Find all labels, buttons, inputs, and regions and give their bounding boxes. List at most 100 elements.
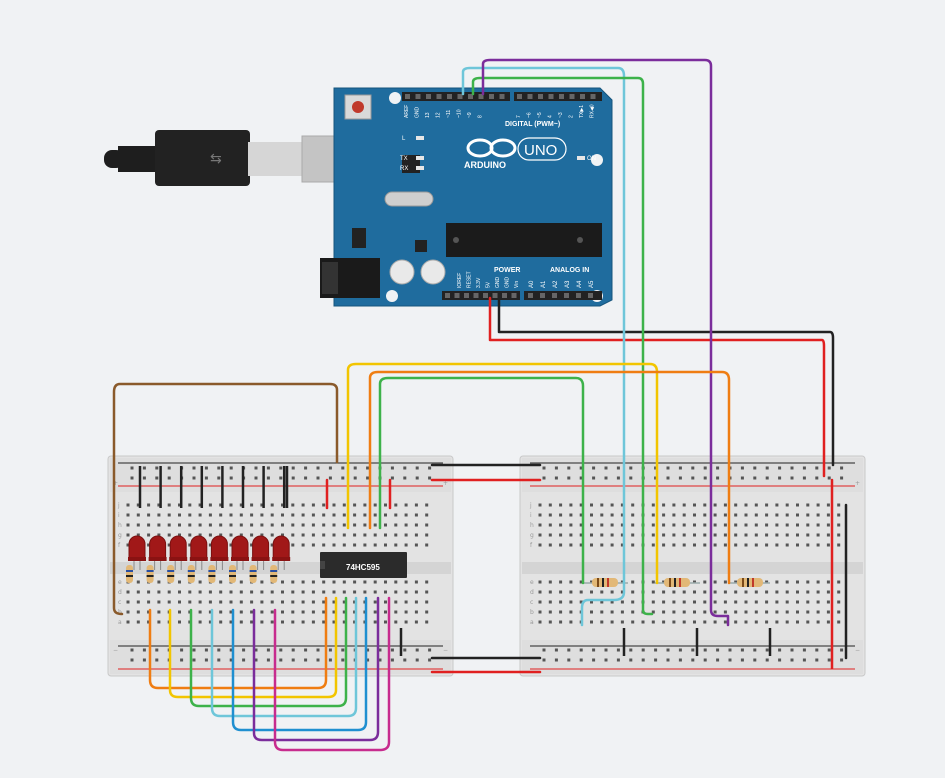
breadboard-hole[interactable] <box>662 580 666 584</box>
breadboard-hole[interactable] <box>785 600 789 604</box>
header-pin[interactable] <box>478 94 484 99</box>
breadboard-hole[interactable] <box>147 543 151 547</box>
breadboard-hole[interactable] <box>590 610 593 614</box>
rail-hole[interactable] <box>790 648 794 652</box>
breadboard-hole[interactable] <box>394 513 398 517</box>
breadboard-hole[interactable] <box>188 590 192 594</box>
breadboard-hole[interactable] <box>806 600 810 604</box>
breadboard-hole[interactable] <box>548 610 552 614</box>
rail-hole[interactable] <box>403 476 407 480</box>
rail-hole[interactable] <box>554 658 558 662</box>
breadboard-hole[interactable] <box>723 580 727 584</box>
breadboard-hole[interactable] <box>425 533 429 537</box>
rail-hole[interactable] <box>366 476 370 480</box>
breadboard-hole[interactable] <box>342 513 346 517</box>
breadboard-hole[interactable] <box>394 543 398 547</box>
led[interactable] <box>210 535 228 561</box>
breadboard-hole[interactable] <box>126 533 130 537</box>
breadboard-hole[interactable] <box>631 523 635 527</box>
breadboard-hole[interactable] <box>538 590 542 594</box>
breadboard-hole[interactable] <box>322 600 326 604</box>
breadboard-hole[interactable] <box>260 503 264 507</box>
breadboard-hole[interactable] <box>167 533 171 537</box>
breadboard-hole[interactable] <box>157 600 161 604</box>
breadboard-hole[interactable] <box>837 503 841 507</box>
breadboard-hole[interactable] <box>538 533 542 537</box>
breadboard-hole[interactable] <box>548 543 552 547</box>
rail-hole[interactable] <box>654 466 658 470</box>
rail-hole[interactable] <box>765 476 769 480</box>
header-pin[interactable] <box>426 94 431 99</box>
rail-hole[interactable] <box>204 466 208 470</box>
breadboard-hole[interactable] <box>620 580 624 584</box>
breadboard-hole[interactable] <box>579 503 583 507</box>
breadboard-hole[interactable] <box>806 523 810 527</box>
breadboard-hole[interactable] <box>394 533 398 537</box>
breadboard-hole[interactable] <box>651 590 655 594</box>
breadboard-hole[interactable] <box>744 620 748 624</box>
header-pin[interactable] <box>468 94 473 99</box>
rail-hole[interactable] <box>142 476 146 480</box>
breadboard-hole[interactable] <box>734 590 738 594</box>
rail-hole[interactable] <box>130 648 134 652</box>
rail-hole[interactable] <box>815 658 819 662</box>
rail-hole[interactable] <box>415 648 419 652</box>
breadboard-hole[interactable] <box>713 620 717 624</box>
breadboard-hole[interactable] <box>188 503 192 507</box>
breadboard-hole[interactable] <box>723 610 727 614</box>
breadboard-hole[interactable] <box>538 543 542 547</box>
header-pin[interactable] <box>511 293 517 298</box>
header-pin[interactable] <box>576 293 581 298</box>
rail-hole[interactable] <box>328 476 332 480</box>
rail-hole[interactable] <box>753 476 757 480</box>
breadboard-hole[interactable] <box>126 523 130 527</box>
breadboard-hole[interactable] <box>147 533 151 537</box>
breadboard-hole[interactable] <box>631 543 635 547</box>
rail-hole[interactable] <box>204 648 208 652</box>
breadboard-hole[interactable] <box>208 543 212 547</box>
breadboard-hole[interactable] <box>559 610 563 614</box>
breadboard-hole[interactable] <box>414 590 418 594</box>
breadboard-hole[interactable] <box>600 533 604 537</box>
breadboard-hole[interactable] <box>785 523 789 527</box>
breadboard-hole[interactable] <box>826 513 830 517</box>
breadboard-hole[interactable] <box>404 620 408 624</box>
rail-hole[interactable] <box>279 466 283 470</box>
rail-hole[interactable] <box>579 648 583 652</box>
rail-hole[interactable] <box>217 466 221 470</box>
led-resistor[interactable] <box>187 565 195 583</box>
breadboard-hole[interactable] <box>353 620 357 624</box>
breadboard-hole[interactable] <box>620 600 624 604</box>
breadboard-hole[interactable] <box>178 600 181 604</box>
wire-cyan[interactable] <box>461 66 626 627</box>
breadboard-hole[interactable] <box>332 610 336 614</box>
rail-hole[interactable] <box>629 658 633 662</box>
breadboard-hole[interactable] <box>837 513 841 517</box>
breadboard-hole[interactable] <box>250 513 254 517</box>
breadboard-hole[interactable] <box>785 533 789 537</box>
breadboard-hole[interactable] <box>126 513 130 517</box>
breadboard-hole[interactable] <box>569 590 573 594</box>
wire-orange[interactable] <box>148 596 328 690</box>
rail-hole[interactable] <box>790 658 794 662</box>
breadboard-hole[interactable] <box>126 543 130 547</box>
breadboard-hole[interactable] <box>270 533 274 537</box>
breadboard-hole[interactable] <box>384 523 387 527</box>
rail-hole[interactable] <box>167 476 171 480</box>
breadboard-hole[interactable] <box>559 620 563 624</box>
breadboard-hole[interactable] <box>270 543 274 547</box>
breadboard-hole[interactable] <box>229 543 233 547</box>
rail-hole[interactable] <box>403 648 407 652</box>
breadboard-hole[interactable] <box>219 503 223 507</box>
breadboard-hole[interactable] <box>559 513 563 517</box>
rail-hole[interactable] <box>840 466 844 470</box>
breadboard-hole[interactable] <box>651 513 655 517</box>
breadboard-hole[interactable] <box>631 513 635 517</box>
rail-hole[interactable] <box>155 466 159 470</box>
breadboard-hole[interactable] <box>198 503 202 507</box>
breadboard-hole[interactable] <box>775 523 779 527</box>
breadboard-hole[interactable] <box>672 523 676 527</box>
breadboard-hole[interactable] <box>538 600 542 604</box>
shift-register-chip[interactable]: 74HC595 <box>320 552 407 578</box>
rail-hole[interactable] <box>366 648 370 652</box>
